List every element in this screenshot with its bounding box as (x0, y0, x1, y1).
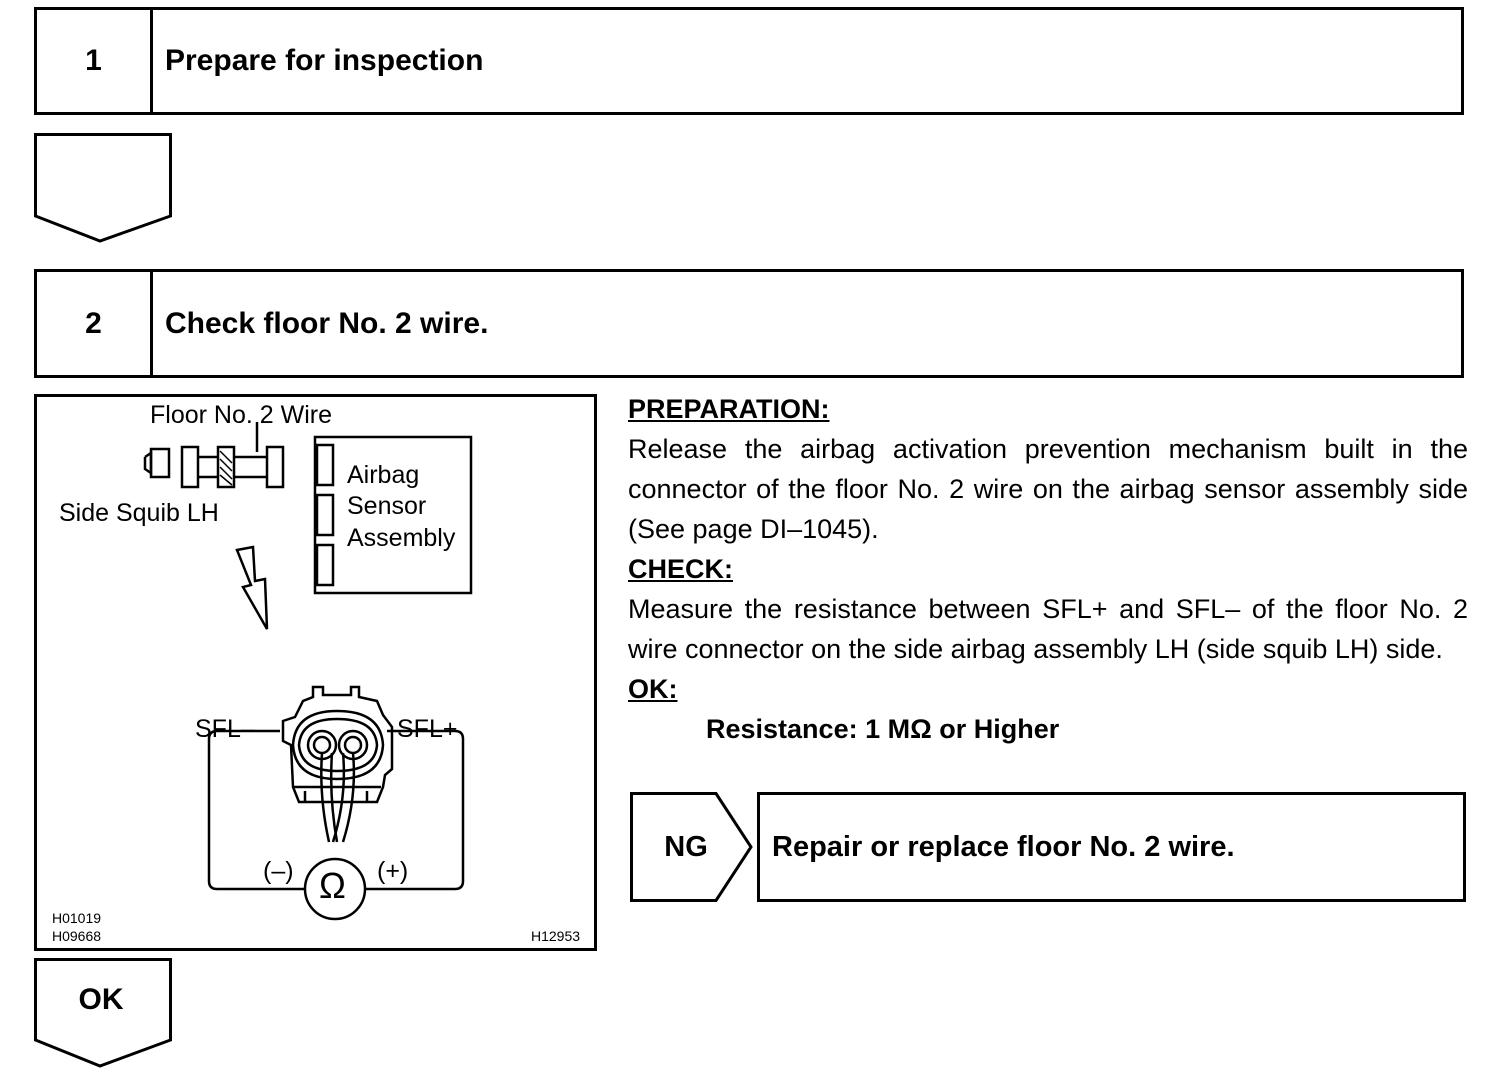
step-title: Prepare for inspection (165, 44, 484, 77)
ohmmeter-icon: Ω (319, 865, 346, 906)
label-sensor-line-2: Sensor (347, 492, 427, 520)
instruction-text: PREPARATION: Release the airbag activati… (628, 389, 1468, 749)
flow-arrow-down-icon (34, 133, 172, 243)
label-positive: (+) (377, 857, 409, 885)
preparation-heading: PREPARATION: (628, 394, 830, 424)
ok-arrow-down-icon (34, 958, 172, 1068)
ng-arrow-right-icon (630, 792, 753, 902)
step-1-box: 1 Prepare for inspection (34, 7, 1464, 115)
label-sensor-line-1: Airbag (347, 461, 420, 489)
preparation-body: Release the airbag activation prevention… (628, 434, 1468, 544)
figure-code: H12953 (531, 928, 581, 944)
inspection-illustration: Floor No. 2 Wire Side Squib LH Airbag Se… (34, 394, 597, 951)
ng-label: NG (664, 830, 708, 863)
step-title: Check floor No. 2 wire. (165, 306, 489, 340)
step-number: 1 (37, 10, 153, 112)
figure-code: H01019 (52, 910, 102, 926)
label-sensor-line-3: Assembly (347, 524, 456, 552)
check-heading: CHECK: (628, 554, 733, 584)
ng-result-row: NG Repair or replace floor No. 2 wire. (630, 792, 1466, 902)
label-sfl-minus: SFL– (195, 715, 255, 743)
label-floor-wire: Floor No. 2 Wire (150, 401, 332, 429)
label-side-squib: Side Squib LH (59, 499, 219, 527)
check-body: Measure the resistance between SFL+ and … (628, 594, 1468, 664)
ng-action: Repair or replace floor No. 2 wire. (757, 792, 1466, 902)
label-negative: (–) (263, 857, 294, 885)
ok-label: OK (78, 983, 124, 1016)
step-2-box: 2 Check floor No. 2 wire. (34, 269, 1464, 378)
wiring-diagram (143, 422, 473, 921)
resistance-spec: Resistance: 1 MΩ or Higher (706, 714, 1060, 744)
figure-code: H09668 (52, 928, 102, 944)
label-sfl-plus: SFL+ (397, 715, 458, 743)
step-number: 2 (37, 272, 153, 375)
ok-heading: OK: (628, 674, 678, 704)
